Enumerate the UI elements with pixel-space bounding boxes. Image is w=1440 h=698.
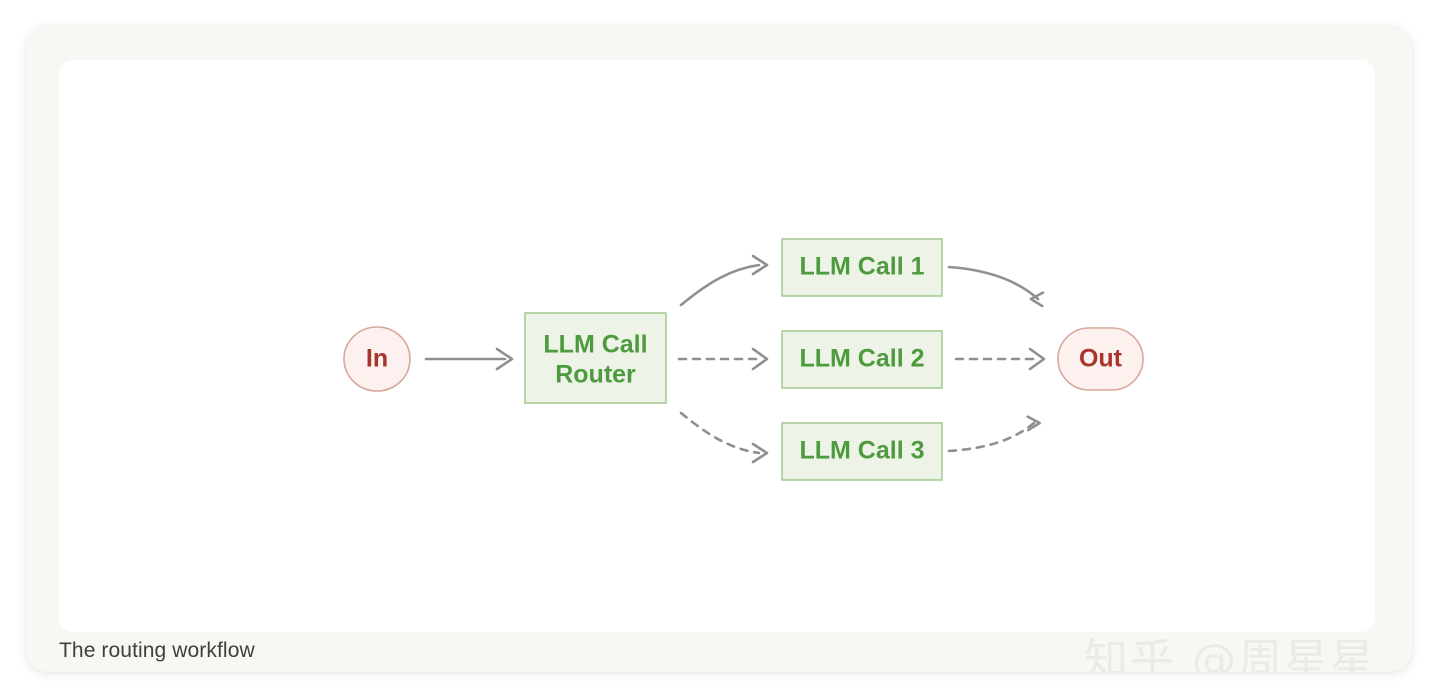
edge-call2-to-out — [954, 347, 1046, 371]
diagram-canvas: In LLM Call Router LLM Call 1 LLM Call 2 — [59, 60, 1375, 632]
node-in[interactable]: In — [343, 326, 411, 392]
edge-router-to-call1 — [679, 254, 769, 307]
node-in-label: In — [366, 345, 388, 373]
node-router-shape — [524, 312, 667, 404]
watermark: 知乎 @周星星 — [1084, 635, 1376, 672]
edge-in-to-router — [424, 347, 514, 371]
node-out-label: Out — [1079, 345, 1123, 373]
edge-call3-to-out — [947, 415, 1041, 453]
edge-router-to-call3 — [679, 411, 769, 464]
node-call3-shape — [781, 422, 943, 481]
node-in-shape — [343, 326, 411, 392]
figure-card: In LLM Call Router LLM Call 1 LLM Call 2 — [26, 26, 1412, 672]
edge-router-to-call2 — [677, 347, 769, 371]
node-llm-call-2[interactable]: LLM Call 2 — [781, 330, 943, 389]
node-call3-label: LLM Call 3 — [799, 437, 924, 465]
node-llm-call-router[interactable]: LLM Call Router — [524, 312, 667, 404]
node-out-shape — [1057, 327, 1144, 391]
edge-call1-to-out — [947, 265, 1045, 308]
node-call2-label: LLM Call 2 — [799, 345, 924, 373]
node-router-label-line2: Router — [555, 361, 636, 389]
node-llm-call-3[interactable]: LLM Call 3 — [781, 422, 943, 481]
figure-caption: The routing workflow — [59, 639, 255, 662]
routing-workflow-diagram: In LLM Call Router LLM Call 1 LLM Call 2 — [343, 238, 1144, 481]
node-llm-call-1[interactable]: LLM Call 1 — [781, 238, 943, 297]
node-call1-label: LLM Call 1 — [799, 253, 924, 281]
node-router-label-line1: LLM Call — [543, 331, 647, 359]
node-call2-shape — [781, 330, 943, 389]
node-call1-shape — [781, 238, 943, 297]
node-out[interactable]: Out — [1057, 327, 1144, 391]
